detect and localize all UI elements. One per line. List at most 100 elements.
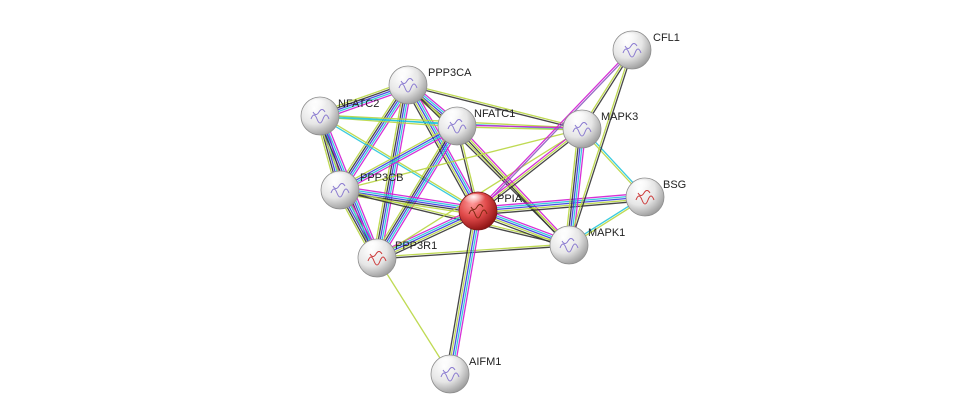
edge-evidence-purple [478, 50, 634, 213]
node-mapk3[interactable]: MAPK3 [562, 109, 638, 149]
edge-evidence-cyan [340, 126, 458, 192]
edge-evidence-yellowgreen [376, 257, 451, 375]
edge-evidence-yellowgreen [339, 128, 583, 191]
edge-mapk1-cfl1[interactable] [567, 49, 634, 246]
edge-evidence-cyan [378, 126, 460, 260]
node-highlight [306, 99, 330, 113]
node-highlight [555, 228, 579, 242]
edge-evidence-blue [376, 84, 409, 259]
edge-evidence-cyan [341, 85, 411, 192]
node-label-nfatc1: NFATC1 [474, 108, 515, 120]
edge-evidence-yellowgreen [338, 122, 456, 189]
edge-evidence-blue [376, 125, 458, 259]
edge-evidence-blue [477, 196, 646, 212]
node-highlight [436, 357, 460, 371]
node-label-nfatc2: NFATC2 [338, 98, 379, 110]
node-label-mapk3: MAPK3 [601, 111, 638, 123]
node-nfatc1[interactable]: NFATC1 [437, 106, 515, 146]
edge-evidence-blue [449, 210, 479, 375]
edge-evidence-yellowgreen [456, 126, 582, 131]
edge-evidence-magenta [572, 129, 587, 246]
edge-ppp3ca-ppp3cb[interactable] [336, 82, 412, 193]
edge-mapk3-mapk1[interactable] [564, 128, 587, 246]
edge-evidence-black [569, 50, 634, 246]
edge-evidence-black [478, 129, 584, 214]
edge-ppp3ca-ppp3r1[interactable] [372, 84, 413, 259]
node-ppp3cb[interactable]: PPP3CB [320, 170, 403, 210]
edge-evidence-yellowgreen [372, 84, 405, 258]
node-highlight [618, 33, 642, 47]
edge-ppp3ca-mapk3[interactable] [407, 83, 583, 131]
node-ppp3ca[interactable]: PPP3CA [388, 65, 472, 105]
node-highlight [363, 241, 387, 255]
node-label-cfl1: CFL1 [653, 32, 680, 44]
edge-evidence-blue [339, 124, 457, 190]
edge-evidence-magenta [379, 127, 461, 261]
edge-evidence-yellowgreen [320, 114, 479, 211]
edge-nfatc2-ppia[interactable] [319, 114, 479, 213]
node-bsg[interactable]: BSG [625, 177, 686, 217]
edge-evidence-magenta [457, 124, 583, 129]
node-mapk1[interactable]: MAPK1 [549, 225, 625, 265]
edge-evidence-black [374, 84, 407, 258]
edge-evidence-cyan [451, 211, 481, 375]
node-cfl1[interactable]: CFL1 [612, 30, 680, 70]
edge-ppia-aifm1[interactable] [445, 210, 483, 375]
node-ppia[interactable]: PPIA [458, 191, 523, 231]
node-highlight [568, 112, 592, 126]
edges-layer [315, 48, 647, 375]
node-highlight [443, 109, 467, 123]
node-label-aifm1: AIFM1 [469, 356, 501, 368]
edge-evidence-blue [568, 128, 583, 246]
node-label-mapk1: MAPK1 [588, 227, 625, 239]
edge-evidence-magenta [380, 85, 413, 259]
edge-evidence-yellowgreen [564, 128, 579, 245]
edge-ppp3cb-mapk3[interactable] [339, 128, 583, 191]
edge-evidence-blue [339, 84, 409, 191]
edge-evidence-blue [339, 189, 479, 212]
edge-nfatc1-ppp3cb[interactable] [338, 122, 459, 194]
edge-nfatc1-mapk3[interactable] [456, 124, 583, 131]
edge-evidence-yellowgreen [567, 49, 632, 245]
node-highlight [464, 194, 488, 208]
edge-nfatc1-ppp3r1[interactable] [373, 123, 461, 261]
edge-evidence-magenta [453, 211, 483, 375]
node-aifm1[interactable]: AIFM1 [430, 354, 501, 394]
edge-evidence-magenta [340, 185, 479, 208]
edge-evidence-cyan [340, 187, 479, 210]
edge-evidence-yellowgreen [336, 82, 406, 189]
edge-evidence-yellowgreen [478, 198, 646, 214]
edge-ppia-cfl1[interactable] [476, 48, 634, 213]
node-highlight [394, 68, 418, 82]
edge-evidence-black [374, 124, 456, 258]
edge-ppp3r1-aifm1[interactable] [376, 257, 451, 375]
edge-evidence-magenta [342, 86, 412, 193]
edge-evidence-magenta [477, 192, 645, 208]
edge-evidence-magenta [341, 127, 459, 194]
edge-evidence-black [566, 128, 581, 245]
edge-evidence-yellowgreen [408, 83, 583, 129]
edge-evidence-black [407, 85, 582, 131]
edge-ppia-bsg[interactable] [477, 192, 646, 216]
edge-evidence-magenta [476, 126, 582, 211]
node-label-ppp3r1: PPP3R1 [395, 240, 437, 252]
node-nfatc2[interactable]: NFATC2 [300, 96, 379, 136]
edge-evidence-yellowgreen [477, 128, 583, 212]
edge-evidence-magenta [476, 48, 632, 211]
edge-evidence-yellowgreen [339, 193, 478, 216]
edge-evidence-yellowgreen [447, 210, 477, 374]
edge-evidence-black [337, 83, 407, 190]
node-highlight [326, 173, 350, 187]
node-ppp3r1[interactable]: PPP3R1 [357, 238, 437, 278]
edge-evidence-cyan [319, 116, 478, 213]
edge-evidence-black [478, 200, 646, 216]
node-label-ppp3ca: PPP3CA [428, 67, 472, 79]
node-highlight [631, 180, 655, 194]
node-label-ppp3cb: PPP3CB [360, 172, 403, 184]
edge-ppia-mapk3[interactable] [476, 126, 584, 214]
node-label-ppia: PPIA [497, 193, 523, 205]
edge-evidence-black [445, 210, 475, 374]
